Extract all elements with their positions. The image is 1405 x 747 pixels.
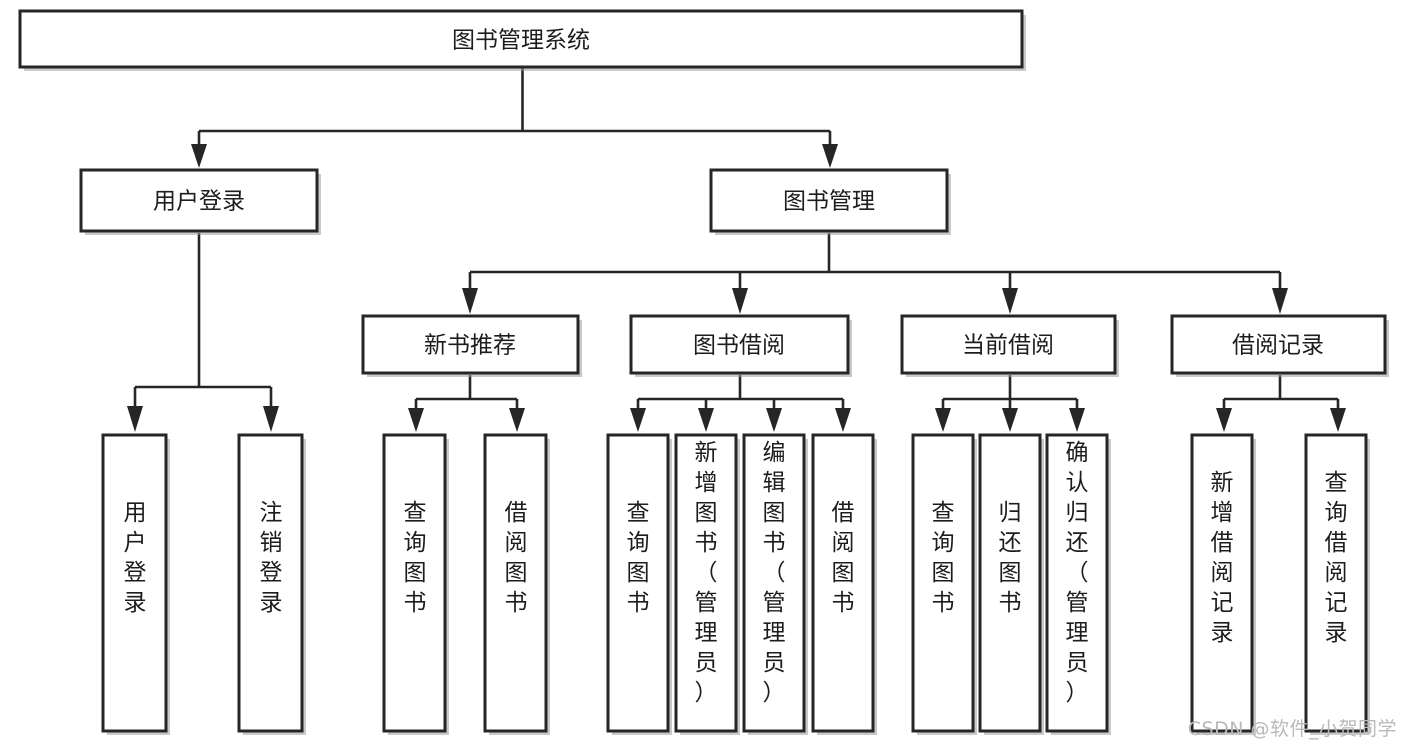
node-leaf4-label: 借阅图书 (505, 500, 528, 616)
node-current-box (900, 314, 1117, 375)
arrow-to-current (1002, 288, 1018, 314)
node-leaf9[interactable]: 查询图书 (911, 433, 977, 735)
edge-layer (127, 68, 1346, 432)
arrow-to-records (1272, 288, 1288, 314)
arrow-to-leaf8 (835, 408, 851, 432)
node-records-box (1170, 314, 1387, 375)
arrow-to-login (191, 144, 207, 168)
node-root[interactable]: 图书管理系统 (18, 9, 1026, 71)
node-bookmgmt[interactable]: 图书管理 (709, 168, 951, 235)
node-leaf5-box (606, 433, 670, 733)
node-leaf12-label: 新增借阅记录 (1211, 470, 1234, 646)
node-leaf11-box (1045, 433, 1109, 733)
node-bookmgmt-label: 图书管理 (783, 189, 875, 215)
node-leaf3-box (382, 433, 447, 733)
node-leaf6[interactable]: 新增图书（管理员） (674, 433, 740, 735)
node-root-box (18, 9, 1024, 69)
node-leaf11-label: 确认归还（管理员） (1066, 440, 1089, 706)
node-newbook-box (361, 314, 580, 375)
node-newbook[interactable]: 新书推荐 (361, 314, 582, 377)
node-borrow-box (629, 314, 850, 375)
node-leaf6-label: 新增图书（管理员） (695, 440, 718, 706)
arrow-to-newbook (462, 288, 478, 314)
node-leaf9-label: 查询图书 (932, 500, 955, 616)
node-leaf7-box (742, 433, 806, 733)
arrow-to-leaf4 (509, 408, 525, 432)
arrow-to-bookmgmt (822, 144, 838, 168)
arrow-to-leaf9 (935, 408, 951, 432)
node-leaf8-label: 借阅图书 (832, 500, 855, 616)
node-leaf12-box (1190, 433, 1254, 733)
arrow-to-leaf6 (698, 408, 714, 432)
node-records[interactable]: 借阅记录 (1170, 314, 1389, 377)
node-leaf12[interactable]: 新增借阅记录 (1190, 433, 1256, 735)
node-leaf10-box (978, 433, 1042, 733)
arrow-to-leaf11 (1069, 408, 1085, 432)
node-bookmgmt-box (709, 168, 949, 233)
arrow-to-leaf13 (1330, 408, 1346, 432)
node-leaf11[interactable]: 确认归还（管理员） (1045, 433, 1111, 735)
node-leaf4[interactable]: 借阅图书 (483, 433, 550, 735)
node-leaf2-label: 注销登录 (260, 500, 283, 616)
node-records-label: 借阅记录 (1232, 333, 1324, 359)
node-leaf2-box (237, 433, 304, 733)
node-leaf10[interactable]: 归还图书 (978, 433, 1044, 735)
node-login[interactable]: 用户登录 (79, 168, 321, 235)
node-leaf10-label: 归还图书 (999, 500, 1022, 616)
node-leaf13[interactable]: 查询借阅记录 (1304, 433, 1370, 735)
node-leaf1-label: 用户登录 (124, 500, 147, 616)
node-leaf3[interactable]: 查询图书 (382, 433, 449, 735)
node-leaf8[interactable]: 借阅图书 (811, 433, 877, 735)
node-leaf13-box (1304, 433, 1368, 733)
arrow-to-leaf10 (1002, 408, 1018, 432)
node-leaf4-box (483, 433, 548, 733)
node-leaf9-box (911, 433, 975, 733)
node-leaf7-label: 编辑图书（管理员） (763, 440, 786, 706)
node-newbook-label: 新书推荐 (424, 333, 516, 359)
node-layer: 图书管理系统 用户登录 图书管理 新书推荐 (18, 9, 1389, 735)
arrow-to-leaf5 (630, 408, 646, 432)
arrow-to-leaf12 (1216, 408, 1232, 432)
arrow-to-borrow (732, 288, 748, 314)
node-leaf8-box (811, 433, 875, 733)
node-borrow[interactable]: 图书借阅 (629, 314, 852, 377)
node-current-label: 当前借阅 (962, 333, 1054, 359)
node-root-label: 图书管理系统 (452, 28, 590, 54)
node-leaf1-box (101, 433, 168, 733)
node-leaf13-label: 查询借阅记录 (1325, 470, 1348, 646)
node-leaf2[interactable]: 注销登录 (237, 433, 306, 735)
node-leaf7[interactable]: 编辑图书（管理员） (742, 433, 808, 735)
node-login-box (79, 168, 319, 233)
node-leaf3-label: 查询图书 (404, 500, 427, 616)
arrow-to-leaf2 (263, 406, 279, 432)
node-leaf1[interactable]: 用户登录 (101, 433, 170, 735)
node-borrow-label: 图书借阅 (693, 333, 785, 359)
arrow-to-leaf7 (766, 408, 782, 432)
node-leaf6-box (674, 433, 738, 733)
node-current[interactable]: 当前借阅 (900, 314, 1119, 377)
arrow-to-leaf1 (127, 406, 143, 432)
node-login-label: 用户登录 (153, 189, 245, 215)
node-leaf5-label: 查询图书 (627, 500, 650, 616)
arrow-to-leaf3 (408, 408, 424, 432)
node-leaf5[interactable]: 查询图书 (606, 433, 672, 735)
